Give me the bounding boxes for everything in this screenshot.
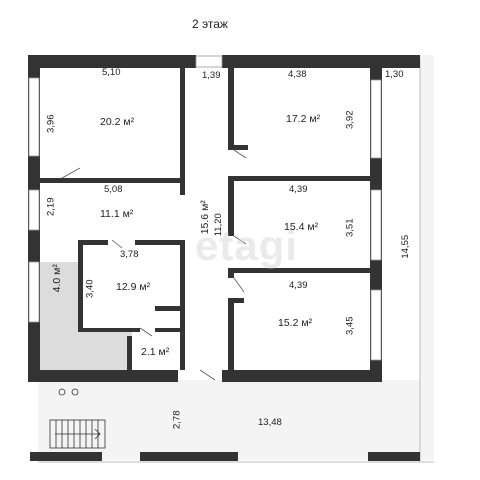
room-4-height: 3,40 xyxy=(84,279,96,299)
fixture-circle xyxy=(58,388,66,396)
fixture-circle xyxy=(71,388,79,396)
hall-width: 5,08 xyxy=(104,184,123,195)
corridor-top-width: 1,39 xyxy=(202,70,221,81)
overall-height: 14,55 xyxy=(400,234,412,259)
room-6-height: 3,45 xyxy=(344,316,356,336)
room-1-area: 20.2 м² xyxy=(100,116,135,128)
stairs-icon xyxy=(49,419,106,449)
floor-title: 2 этаж xyxy=(192,17,228,31)
room-3-area: 15.4 м² xyxy=(284,221,319,233)
balcony-width: 1,30 xyxy=(385,69,404,80)
room-6-width: 4,39 xyxy=(289,280,308,291)
door-swings xyxy=(61,149,247,381)
watermark: etagi xyxy=(195,222,299,269)
corridor-length: 11,20 xyxy=(212,213,224,237)
corridor-area: 15.6 м² xyxy=(198,200,211,235)
room-4-area: 12.9 м² xyxy=(116,281,151,293)
room-2-width: 4,38 xyxy=(288,69,307,80)
room-4-width: 3,78 xyxy=(120,249,139,260)
room-3-height: 3,51 xyxy=(344,218,356,238)
room-5-area: 4.0 м² xyxy=(50,264,63,293)
windows xyxy=(28,55,382,361)
balcony-strip xyxy=(420,55,434,460)
interior-walls xyxy=(40,68,370,370)
room-2-area: 17.2 м² xyxy=(286,113,321,125)
room-2-height: 3,92 xyxy=(344,110,356,130)
terrace-width: 13,48 xyxy=(258,417,282,428)
hall-height: 2,19 xyxy=(45,197,57,217)
room-1-width: 5,10 xyxy=(102,67,121,78)
room-7-area: 2.1 м² xyxy=(141,346,170,358)
room-3-width: 4,39 xyxy=(289,184,308,195)
hall-area: 11.1 м² xyxy=(100,208,134,220)
shaded-zone xyxy=(40,262,132,370)
room-1-height: 3,96 xyxy=(45,114,57,134)
room-6-area: 15.2 м² xyxy=(278,317,313,329)
terrace-height: 2,78 xyxy=(171,410,183,430)
